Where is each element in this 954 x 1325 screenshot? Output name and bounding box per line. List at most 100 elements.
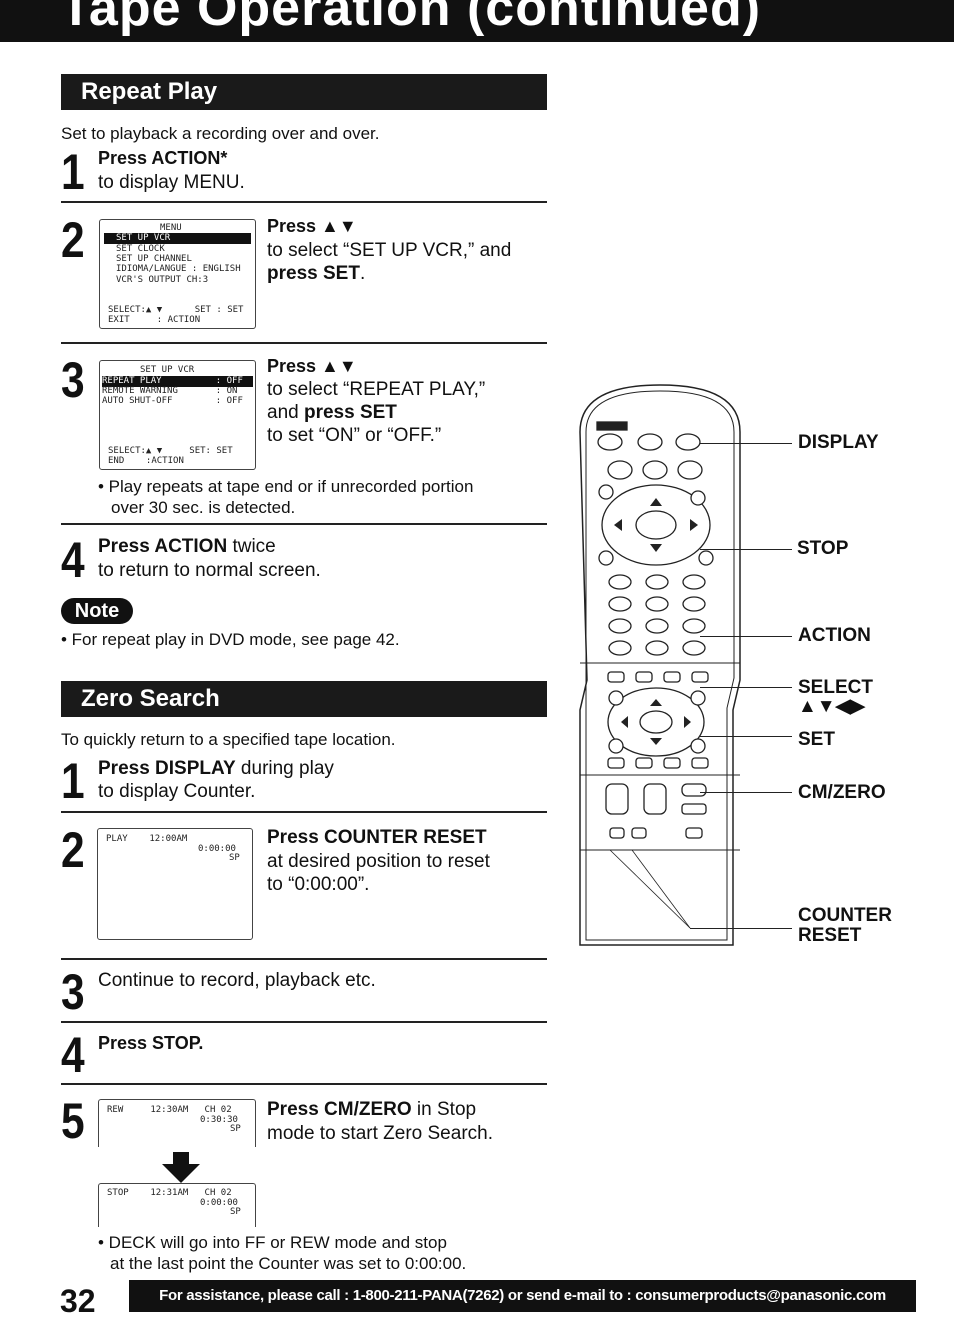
- menu-footer: SELECT:▲ ▼ SET: SET: [108, 446, 233, 456]
- screen-line: PLAY 12:00AM: [106, 834, 188, 844]
- step-text: to select “SET UP VCR,” and: [267, 240, 512, 261]
- menu-item: REMOTE WARNING : ON: [102, 386, 238, 396]
- screen-speed: SP: [230, 1124, 241, 1134]
- screen-line: STOP 12:31AM CH 02: [107, 1188, 232, 1198]
- section-heading-zero-search: Zero Search: [61, 681, 547, 717]
- down-arrow-icon: [162, 1152, 200, 1183]
- leader-line: [700, 636, 792, 637]
- label-counter: COUNTER: [798, 905, 892, 926]
- screen-counter: 0:30:30: [200, 1115, 238, 1125]
- step-number: 1: [61, 144, 85, 200]
- step-text: .: [359, 263, 366, 284]
- leader-line: [700, 443, 792, 444]
- rew-screen: REW 12:30AM CH 02 0:30:30 SP: [98, 1099, 256, 1147]
- label-select: SELECT: [798, 677, 873, 698]
- menu-item: VCR'S OUTPUT CH:3: [116, 275, 209, 285]
- menu-item: AUTO SHUT-OFF : OFF: [102, 396, 243, 406]
- remote-control-illustration: [579, 384, 741, 946]
- step-instruction: Press ACTION twice: [98, 535, 276, 558]
- page-header-bar: Tape Operation (continued): [0, 0, 954, 42]
- bullet-note: at the last point the Counter was set to…: [110, 1254, 467, 1273]
- step-instruction: Press ▲▼: [267, 216, 357, 236]
- label-action: ACTION: [798, 625, 871, 646]
- step-text: to display MENU.: [98, 172, 245, 193]
- zero-search-intro: To quickly return to a specified tape lo…: [61, 730, 396, 749]
- menu-item: SET UP CHANNEL: [116, 254, 192, 264]
- label-cmzero: CM/ZERO: [798, 782, 886, 803]
- screen-counter: 0:00:00: [198, 844, 236, 854]
- menu-title: MENU: [160, 223, 182, 233]
- step-instruction: Press COUNTER RESET: [267, 827, 487, 848]
- step-text: and press SET: [267, 401, 397, 424]
- label-set: SET: [798, 729, 835, 750]
- divider: [61, 523, 547, 525]
- step-text: twice: [227, 536, 276, 557]
- bullet-note: over 30 sec. is detected.: [111, 498, 296, 517]
- label-reset: RESET: [798, 925, 862, 946]
- step-text: and: [267, 402, 304, 423]
- step-number: 2: [61, 822, 85, 878]
- screen-speed: SP: [229, 853, 240, 863]
- divider: [61, 201, 547, 203]
- step-number: 5: [61, 1093, 85, 1149]
- menu-screen: MENU SET UP VCR SET CLOCK SET UP CHANNEL…: [99, 219, 256, 329]
- menu-footer: SELECT:▲ ▼ SET : SET: [108, 305, 244, 315]
- menu-screen: SET UP VCR REPEAT PLAY : OFF REMOTE WARN…: [99, 360, 256, 470]
- assistance-footer: For assistance, please call : 1-800-211-…: [129, 1280, 916, 1312]
- menu-item: SET CLOCK: [116, 244, 165, 254]
- step-emphasis: press SET: [303, 402, 397, 423]
- leader-line: [700, 792, 792, 793]
- menu-item-selected: SET UP VCR: [104, 233, 251, 244]
- step-number: 1: [61, 753, 85, 809]
- step-emphasis: press SET: [267, 263, 360, 284]
- divider: [61, 342, 547, 344]
- stop-screen: STOP 12:31AM CH 02 0:00:00 SP: [98, 1183, 256, 1227]
- step-text: to “0:00:00”.: [267, 874, 370, 895]
- note-text: • For repeat play in DVD mode, see page …: [61, 630, 400, 649]
- step-instruction: Press CM/ZERO in Stop: [267, 1098, 476, 1121]
- menu-footer: EXIT : ACTION: [108, 315, 201, 325]
- step-text: mode to start Zero Search.: [267, 1123, 493, 1144]
- repeat-play-intro: Set to playback a recording over and ove…: [61, 124, 380, 143]
- leader-line: [700, 687, 792, 688]
- step-instruction: Press ▲▼: [267, 356, 357, 376]
- divider: [61, 958, 547, 960]
- step-emphasis: Press DISPLAY: [98, 758, 236, 779]
- step-number: 2: [61, 212, 85, 268]
- step-text: to display Counter.: [98, 781, 256, 802]
- screen-line: REW 12:30AM CH 02: [107, 1105, 232, 1115]
- label-select-arrows: ▲▼◀▶: [798, 696, 865, 717]
- step-text: Continue to record, playback etc.: [98, 970, 376, 991]
- step-text: to select “REPEAT PLAY,”: [267, 379, 486, 400]
- step-number: 3: [61, 352, 85, 408]
- step-emphasis: Press CM/ZERO: [267, 1099, 412, 1120]
- step-text: in Stop: [411, 1099, 477, 1120]
- step-number: 4: [61, 532, 85, 588]
- page-number: 32: [60, 1283, 96, 1319]
- label-stop: STOP: [797, 538, 849, 559]
- divider: [61, 1083, 547, 1085]
- section-heading-repeat-play: Repeat Play: [61, 74, 547, 110]
- page-title: Tape Operation (continued): [60, 0, 762, 37]
- step-instruction: Press STOP.: [98, 1033, 204, 1053]
- divider: [61, 1021, 547, 1023]
- menu-item: IDIOMA/LANGUE : ENGLISH: [116, 264, 241, 274]
- label-display: DISPLAY: [798, 432, 879, 453]
- menu-item-selected: REPEAT PLAY : OFF: [102, 376, 253, 387]
- menu-title: SET UP VCR: [140, 365, 195, 375]
- step-number: 4: [61, 1027, 85, 1083]
- screen-speed: SP: [230, 1207, 241, 1217]
- step-instruction: Press DISPLAY during play: [98, 757, 334, 780]
- leader-line: [690, 928, 792, 929]
- leader-line: [700, 549, 792, 550]
- step-text: at desired position to reset: [267, 851, 490, 872]
- step-number: 3: [61, 964, 85, 1020]
- bullet-note: • DECK will go into FF or REW mode and s…: [98, 1233, 447, 1252]
- step-emphasis: Press ACTION: [98, 536, 228, 557]
- note-badge: Note: [61, 598, 133, 624]
- step-text: to return to normal screen.: [98, 560, 321, 581]
- divider: [61, 811, 547, 813]
- screen-counter: 0:00:00: [200, 1198, 238, 1208]
- step-text: press SET.: [267, 262, 365, 285]
- step-text: to set “ON” or “OFF.”: [267, 425, 442, 446]
